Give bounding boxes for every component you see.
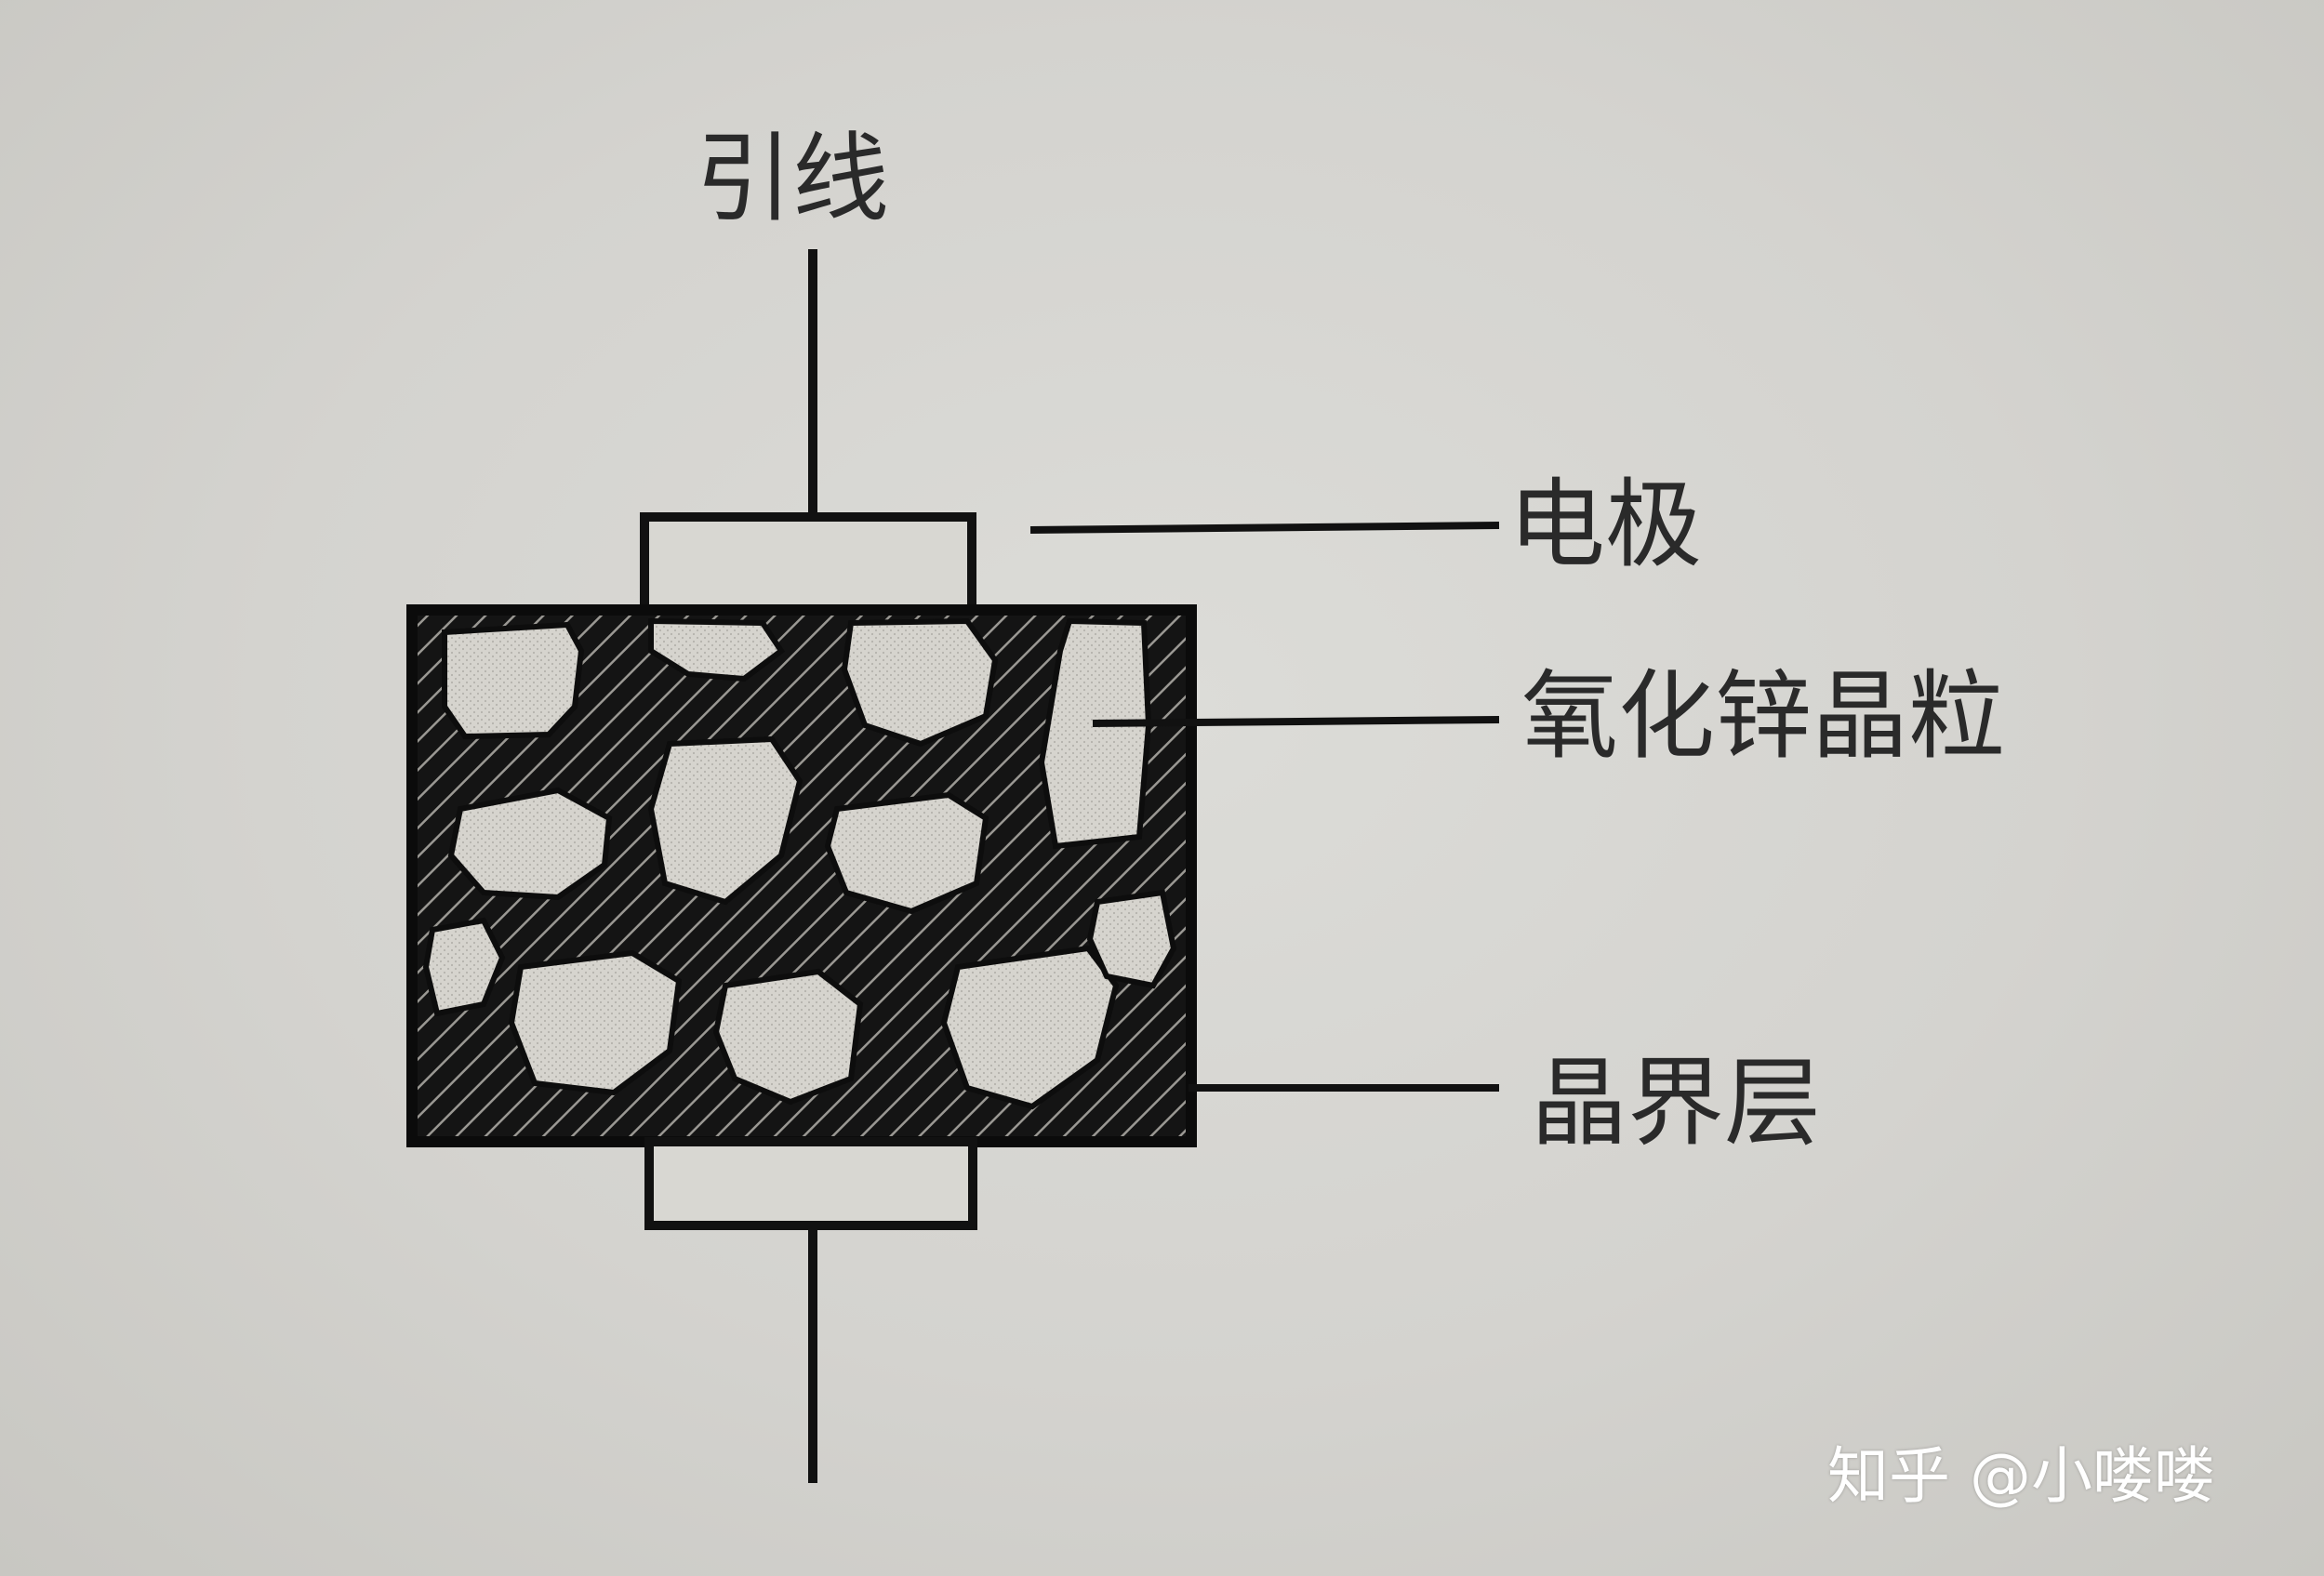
zinc-oxide-grain: [422, 917, 506, 1017]
grain-boundary-layer-label: 晶界层: [1531, 1046, 1822, 1159]
electrode-leader-line: [1029, 522, 1500, 534]
zinc-oxide-grain: [447, 787, 613, 901]
zinc-oxide-grain: [648, 617, 786, 682]
lead-label: 引线: [696, 122, 890, 235]
ceramic-body: [406, 604, 1197, 1147]
zinc-oxide-grain: [508, 949, 683, 1096]
watermark: 知乎 @小喽喽: [1827, 1440, 2215, 1512]
zinc-oxide-grain: [940, 945, 1120, 1110]
bottom-electrode: [644, 1137, 977, 1230]
zinc-oxide-grain-label: 氧化锌晶粒: [1521, 659, 2006, 773]
zinc-oxide-grain: [647, 735, 803, 906]
zinc-oxide-grain: [1086, 889, 1177, 989]
zinc-oxide-grain: [824, 791, 989, 915]
zinc-oxide-grain: [841, 617, 999, 748]
zinc-oxide-grains: [422, 617, 1177, 1110]
electrode-label: 电极: [1508, 468, 1703, 581]
zinc-oxide-grain: [442, 621, 585, 740]
grain-leader-line: [1092, 716, 1500, 727]
zinc-oxide-grain: [712, 968, 864, 1106]
top-electrode: [640, 512, 976, 615]
zinc-oxide-grain: [1038, 617, 1152, 850]
